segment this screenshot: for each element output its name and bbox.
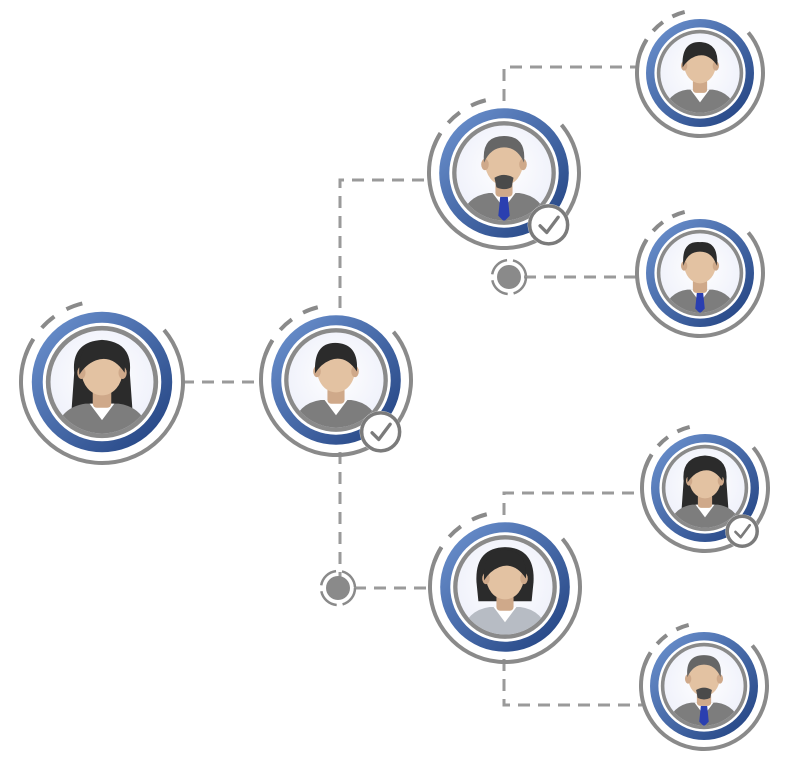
connector-lines xyxy=(182,65,642,707)
status-ring-dashes xyxy=(635,208,765,338)
person-node-root[interactable] xyxy=(0,268,216,496)
person-node-level2-top[interactable] xyxy=(398,67,609,278)
status-ring xyxy=(19,299,185,465)
person-node-leaf-2[interactable] xyxy=(611,184,789,362)
person-node-level1[interactable] xyxy=(230,274,441,485)
avatar xyxy=(459,547,551,635)
checkmark-icon xyxy=(725,514,760,549)
person-node-leaf-1[interactable] xyxy=(611,0,789,162)
status-ring-dashes xyxy=(634,8,765,138)
status-ring xyxy=(639,621,769,751)
person-node-level2-bottom[interactable] xyxy=(399,481,610,692)
status-ring xyxy=(635,208,765,338)
avatar xyxy=(661,42,739,113)
junction-bottom-marker xyxy=(319,569,357,607)
status-ring-dashes xyxy=(19,298,185,465)
connector-line xyxy=(338,178,432,308)
connector-line xyxy=(502,491,642,515)
status-ring-dashes xyxy=(259,303,413,457)
person-node-leaf-4[interactable] xyxy=(615,597,793,762)
checkmark-icon xyxy=(527,203,570,246)
avatar xyxy=(661,242,739,313)
avatar xyxy=(458,135,550,221)
junction-markers xyxy=(319,258,528,607)
status-ring-dashes xyxy=(428,510,582,665)
person-node-leaf-3[interactable] xyxy=(616,399,794,577)
avatar xyxy=(52,339,152,434)
avatar xyxy=(290,342,382,428)
avatar xyxy=(666,455,744,528)
connector-line xyxy=(502,659,642,707)
status-ring xyxy=(428,510,582,664)
checkmark-icon xyxy=(359,410,402,453)
status-ring-dashes xyxy=(640,422,770,553)
status-ring xyxy=(635,8,765,138)
avatar xyxy=(665,655,743,726)
connector-line xyxy=(502,65,638,101)
status-ring-dashes xyxy=(639,621,769,751)
junction-top-marker xyxy=(490,258,528,296)
